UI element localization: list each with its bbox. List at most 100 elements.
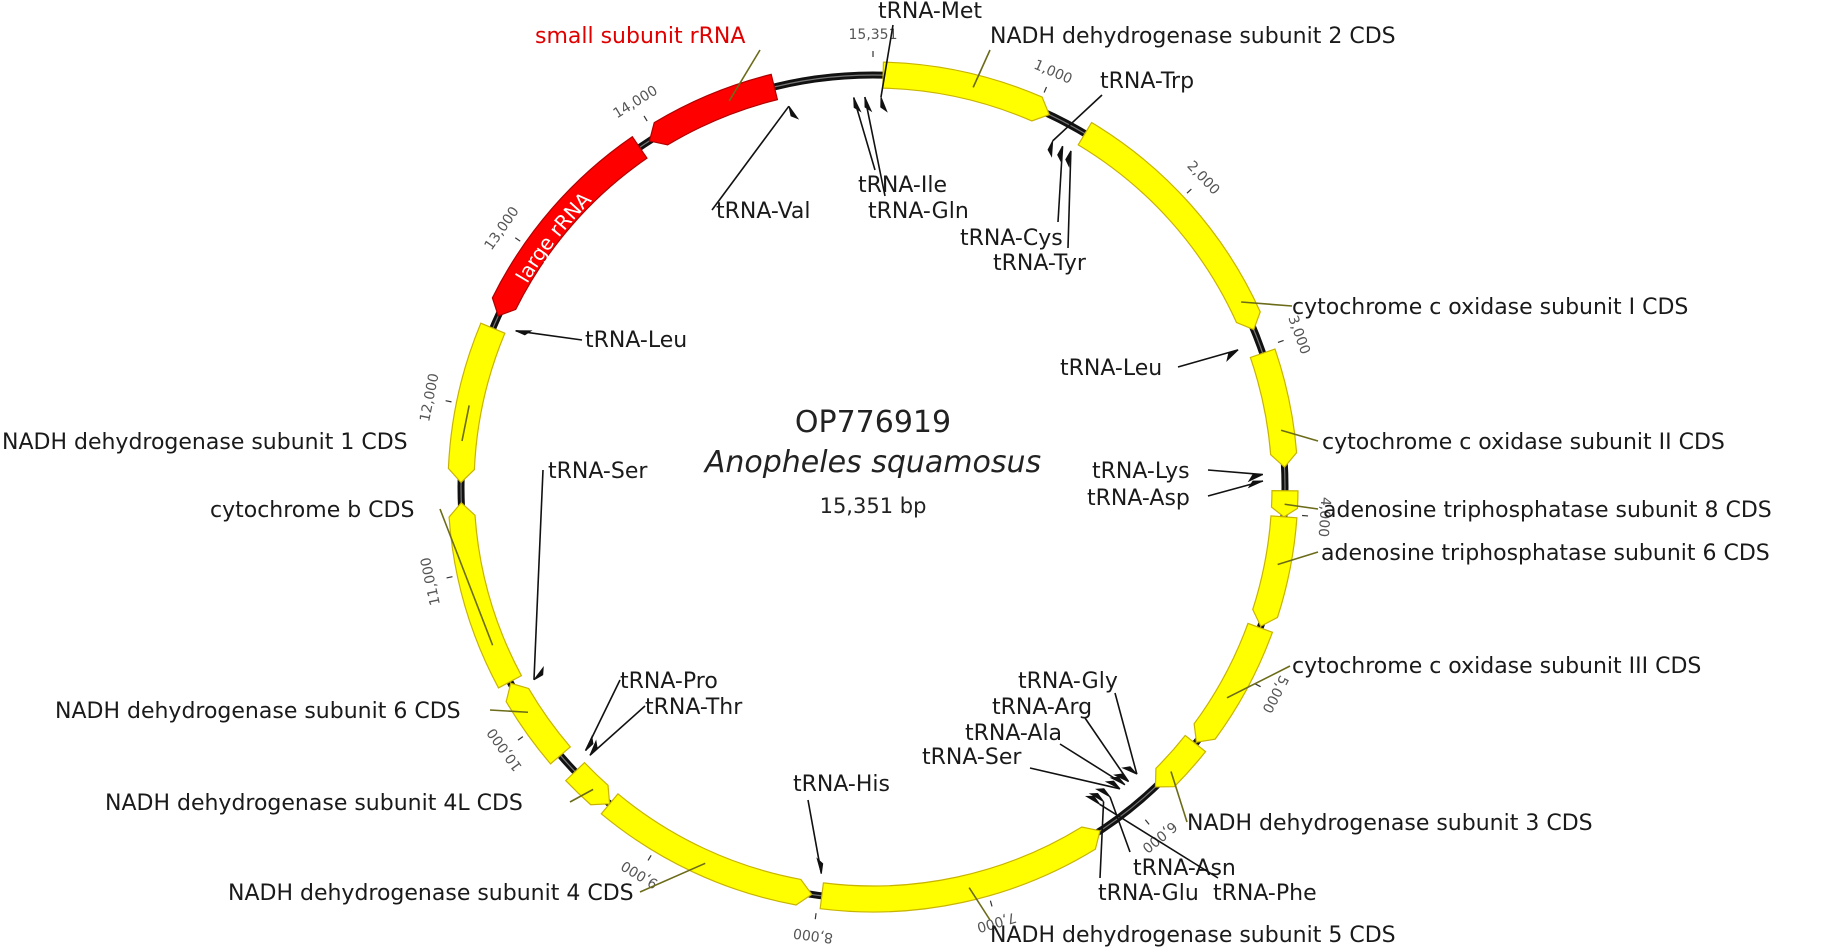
label-leader-line — [1059, 743, 1126, 786]
cds-label: NADH dehydrogenase subunit 4 CDS — [228, 881, 634, 906]
sequence-length-label: 15,351 bp — [820, 494, 927, 518]
species-label: Anopheles squamosus — [703, 445, 1041, 480]
label-leader-line — [639, 862, 706, 893]
cds-label: cytochrome c oxidase subunit II CDS — [1322, 430, 1725, 455]
label-leader-line — [1226, 665, 1291, 699]
tick-line — [517, 736, 524, 741]
label-leader-line — [711, 105, 790, 211]
label-leader-line — [1067, 150, 1072, 249]
trna-label: tRNA-Asp — [1087, 486, 1190, 511]
cds-arc — [1249, 348, 1298, 469]
cds-label: adenosine triphosphatase subunit 6 CDS — [1321, 541, 1770, 566]
label-leader-line — [569, 788, 594, 803]
feature-arcs: large rRNA — [447, 61, 1299, 913]
trna-label: tRNA-Gly — [1018, 669, 1118, 694]
cds-arc — [447, 322, 506, 484]
cds-arc — [882, 61, 1051, 122]
label-leader-line — [533, 469, 544, 680]
trna-arrow-marker — [1094, 788, 1111, 798]
cds-label: NADH dehydrogenase subunit 1 CDS — [2, 430, 408, 455]
trna-arrow-marker — [788, 105, 800, 120]
trna-arrow-marker — [533, 666, 544, 681]
tick-label: 1,000 — [1031, 57, 1074, 88]
cds-arc — [1193, 622, 1274, 743]
tick-label: 11,000 — [418, 556, 444, 607]
accession-label: OP776919 — [795, 405, 951, 440]
tick-label: 10,000 — [484, 725, 525, 774]
cds-arc — [1252, 515, 1298, 628]
cds-label: cytochrome c oxidase subunit I CDS — [1292, 295, 1688, 320]
cds-label: NADH dehydrogenase subunit 3 CDS — [1187, 811, 1593, 836]
cds-label: cytochrome b CDS — [210, 498, 414, 523]
trna-label: tRNA-Leu — [585, 328, 687, 353]
cds-arc — [505, 682, 572, 765]
label-leader-line — [515, 330, 583, 341]
trna-label: tRNA-Tyr — [993, 251, 1087, 276]
trna-arrow-marker — [1088, 792, 1104, 802]
label-leader-line — [1241, 301, 1293, 307]
trna-label: tRNA-Cys — [960, 226, 1063, 251]
trna-label: tRNA-Ala — [965, 721, 1062, 746]
label-leader-line — [880, 24, 894, 98]
label-leader-line — [1280, 429, 1319, 442]
label-leader-line — [1207, 469, 1263, 476]
tick-label: 12,000 — [417, 372, 442, 423]
trna-arrow-marker — [1121, 766, 1138, 775]
tick-line — [1043, 86, 1048, 93]
rrna-arc — [648, 73, 779, 146]
label-leader-line — [852, 97, 876, 171]
tick-line — [1254, 683, 1261, 688]
tick-label: 13,000 — [482, 204, 523, 253]
trna-label: tRNA-Trp — [1100, 69, 1194, 94]
label-leader-line — [1099, 803, 1219, 879]
tick-line — [1186, 188, 1192, 194]
cds-label: cytochrome c oxidase subunit III CDS — [1292, 654, 1701, 679]
rrna-arc — [491, 135, 648, 317]
label-leader-line — [1057, 146, 1064, 223]
cds-arc — [1154, 734, 1207, 788]
tick-line — [814, 913, 817, 920]
cds-label: NADH dehydrogenase subunit 4L CDS — [105, 791, 523, 816]
label-leader-line — [584, 679, 621, 751]
label-leader-line — [1099, 801, 1105, 879]
label-leader-line — [1029, 767, 1121, 790]
tick-line — [1144, 819, 1150, 825]
tick-line — [514, 237, 521, 242]
cds-label: adenosine triphosphatase subunit 8 CDS — [1323, 498, 1772, 523]
cds-arc — [1077, 121, 1261, 331]
tick-marks: 15,3511,0002,0003,0004,0005,0006,0007,00… — [417, 27, 1333, 946]
cds-arc — [564, 761, 611, 806]
trna-label: tRNA-Leu — [1060, 356, 1162, 381]
trna-arrow-marker — [1247, 474, 1264, 483]
trna-label: tRNA-Lys — [1092, 459, 1190, 484]
label-leader-line — [1207, 480, 1264, 497]
tick-line — [647, 855, 652, 861]
trna-label: tRNA-Met — [878, 0, 982, 24]
large-rrna-inner-label: large rRNA — [511, 187, 596, 287]
label-leader-line — [1177, 349, 1239, 368]
cds-arc — [448, 501, 523, 689]
label-leader-line — [1284, 503, 1319, 510]
rrna-label: small subunit rRNA — [535, 24, 745, 49]
label-leader-line — [439, 508, 494, 646]
tick-label: 4,000 — [1315, 496, 1334, 537]
label-leader-line — [968, 887, 991, 921]
label-leader-line — [807, 799, 823, 874]
trna-label: tRNA-Thr — [645, 695, 743, 720]
trna-label: tRNA-Ser — [548, 459, 648, 484]
label-leader-line — [1114, 692, 1138, 775]
label-leader-line — [1084, 717, 1130, 783]
label-leader-line — [864, 96, 886, 197]
cds-label: NADH dehydrogenase subunit 5 CDS — [990, 923, 1396, 948]
tick-line — [989, 900, 993, 907]
trna-label: tRNA-Arg — [992, 695, 1092, 720]
trna-label: tRNA-Ile — [858, 173, 947, 198]
trna-arrow-marker — [1084, 795, 1101, 805]
trna-label: tRNA-Ser — [922, 745, 1022, 770]
trna-arrow-marker — [1104, 780, 1121, 790]
trna-label: tRNA-Glu — [1098, 881, 1199, 906]
cds-label: NADH dehydrogenase subunit 2 CDS — [990, 24, 1396, 49]
tick-label: 15,351 — [849, 27, 898, 43]
